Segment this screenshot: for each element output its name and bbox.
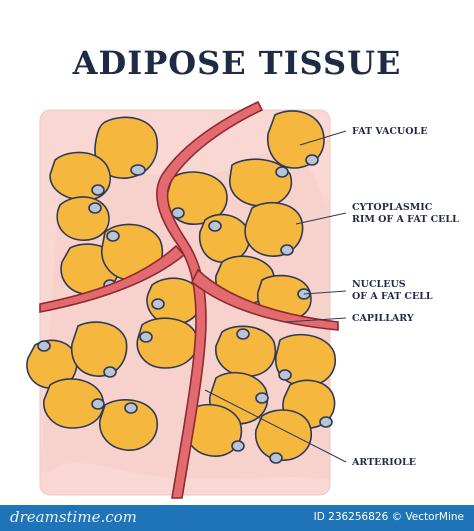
- fat-cell: [215, 325, 277, 377]
- leader-capillary: [284, 317, 347, 323]
- diagram-title: ADIPOSE TISSUE: [72, 44, 402, 82]
- leader-lines: [204, 130, 347, 463]
- blood-vessels: [39, 100, 339, 499]
- fat-cell: [229, 158, 293, 207]
- capillary: [190, 268, 339, 331]
- fat-cell: [26, 339, 78, 389]
- fat-cell: [56, 196, 110, 241]
- footer-brand[interactable]: dreamstime.com: [10, 508, 137, 526]
- fat-cell: [99, 399, 159, 451]
- leader-cytoplasmic-rim: [295, 212, 347, 225]
- footer-image-id: ID 236256826 © VectorMine: [313, 511, 464, 523]
- leader-fat-vacuole: [299, 130, 347, 146]
- fat-cell: [70, 321, 128, 378]
- fat-cell: [146, 277, 202, 325]
- left-branch: [39, 244, 186, 313]
- leader-arteriole: [204, 389, 347, 463]
- fat-cell: [275, 333, 337, 387]
- fat-cell: [244, 201, 304, 257]
- fat-cell: [136, 317, 199, 369]
- fat-cell: [43, 378, 105, 429]
- arteriole: [155, 100, 264, 499]
- fat-cell: [94, 116, 158, 179]
- leader-nucleus: [303, 290, 347, 295]
- fat-cell: [267, 110, 325, 169]
- label-fat-vacuole: FAT VACUOLE: [352, 126, 428, 137]
- adipose-tissue-illustration: [26, 100, 347, 499]
- fat-cell: [49, 151, 111, 201]
- fat-cell: [166, 171, 228, 225]
- footer-bar: dreamstime.com ID 236256826 © VectorMine: [0, 505, 474, 531]
- label-arteriole: ARTERIOLE: [352, 457, 416, 468]
- label-capillary: CAPILLARY: [352, 313, 414, 324]
- fat-cell: [198, 213, 251, 263]
